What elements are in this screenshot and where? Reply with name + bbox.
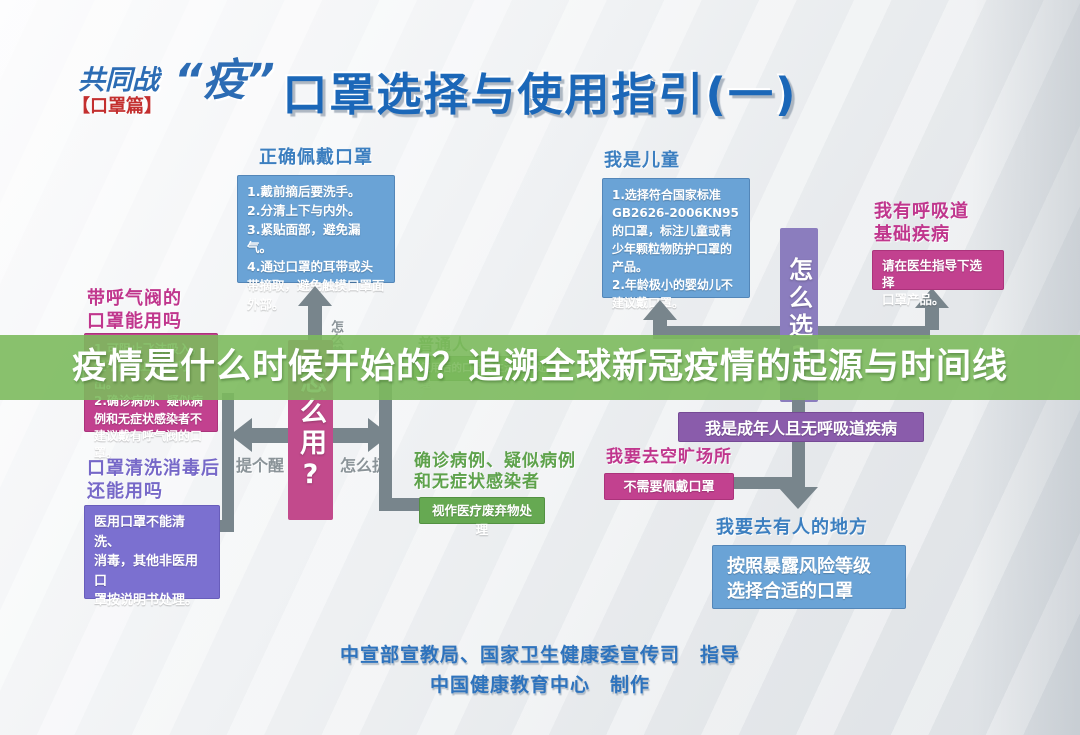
child-heading: 我是儿童 — [604, 150, 680, 171]
discard-label: 怎么扔 — [340, 456, 389, 475]
wash-box: 医用口罩不能清洗、 消毒，其他非医用口 罩按说明书处理。 — [84, 505, 220, 608]
arrow-up-icon — [915, 288, 949, 308]
connector-discard — [333, 428, 368, 443]
crowded-place-heading: 我要去有人的地方 — [716, 517, 868, 538]
connector-adult-left — [723, 477, 805, 489]
overlay-banner — [0, 335, 1080, 400]
confirmed-heading: 确诊病例、疑似病例 和无症状感染者 — [414, 451, 576, 493]
logo-subtitle: 【口罩篇】 — [72, 96, 162, 117]
connector-resp-v — [925, 306, 939, 330]
crowded-place-box: 按照暴露风险等级 选择合适的口罩 — [712, 545, 906, 609]
adult-bar: 我是成年人且无呼吸道疾病 — [678, 412, 924, 442]
arrow-down-icon — [778, 487, 818, 509]
credit-line-1: 中宣部宣教局、国家卫生健康委宣传司 指导 — [339, 644, 740, 666]
connector-discard-v — [379, 381, 392, 511]
connector-choose-down — [792, 398, 805, 414]
open-area-heading: 我要去空旷场所 — [606, 447, 732, 467]
connector-discard-stub — [391, 498, 420, 511]
page-title: 口罩选择与使用指引(一) — [282, 68, 798, 121]
wear-correctly-heading: 正确佩戴口罩 — [259, 147, 373, 168]
open-area-box: 不需要佩戴口罩 — [604, 473, 734, 500]
confirmed-box: 视作医疗废弃物处理 — [419, 497, 545, 537]
remind-label: 提个醒 — [236, 456, 285, 475]
logo-text: 共同战 — [78, 65, 159, 96]
overlay-banner-text: 疫情是什么时候开始的？追溯全球新冠疫情的起源与时间线 — [71, 347, 1008, 387]
credit-line-2: 中国健康教育中心 制作 — [429, 674, 650, 696]
wear-correctly-box: 1.戴前摘后要洗手。 2.分清上下与内外。 3.紧贴面部，避免漏气。 4.通过口… — [237, 175, 395, 312]
arrow-left-icon — [230, 418, 252, 452]
respiratory-box: 请在医生指导下选择 口罩产品。 — [872, 250, 1004, 307]
valve-heading: 带呼气阀的 口罩能用吗 — [87, 288, 182, 332]
connector-left-bracket-v — [222, 393, 234, 532]
arrow-up-icon — [298, 286, 332, 306]
child-box: 1.选择符合国家标准GB2626-2006KN95的口罩，标注儿童或青少年颗粒物… — [602, 178, 750, 310]
connector-adult-down — [792, 442, 805, 487]
logo-accent-character: “疫” — [174, 55, 275, 106]
connector-remind — [252, 428, 288, 443]
wash-heading: 口罩清洗消毒后 还能用吗 — [87, 458, 220, 502]
campaign-logo: 共同战 “疫” 【口罩篇】 — [72, 50, 275, 122]
arrow-up-icon — [643, 300, 677, 320]
respiratory-heading: 我有呼吸道 基础疾病 — [874, 201, 969, 245]
